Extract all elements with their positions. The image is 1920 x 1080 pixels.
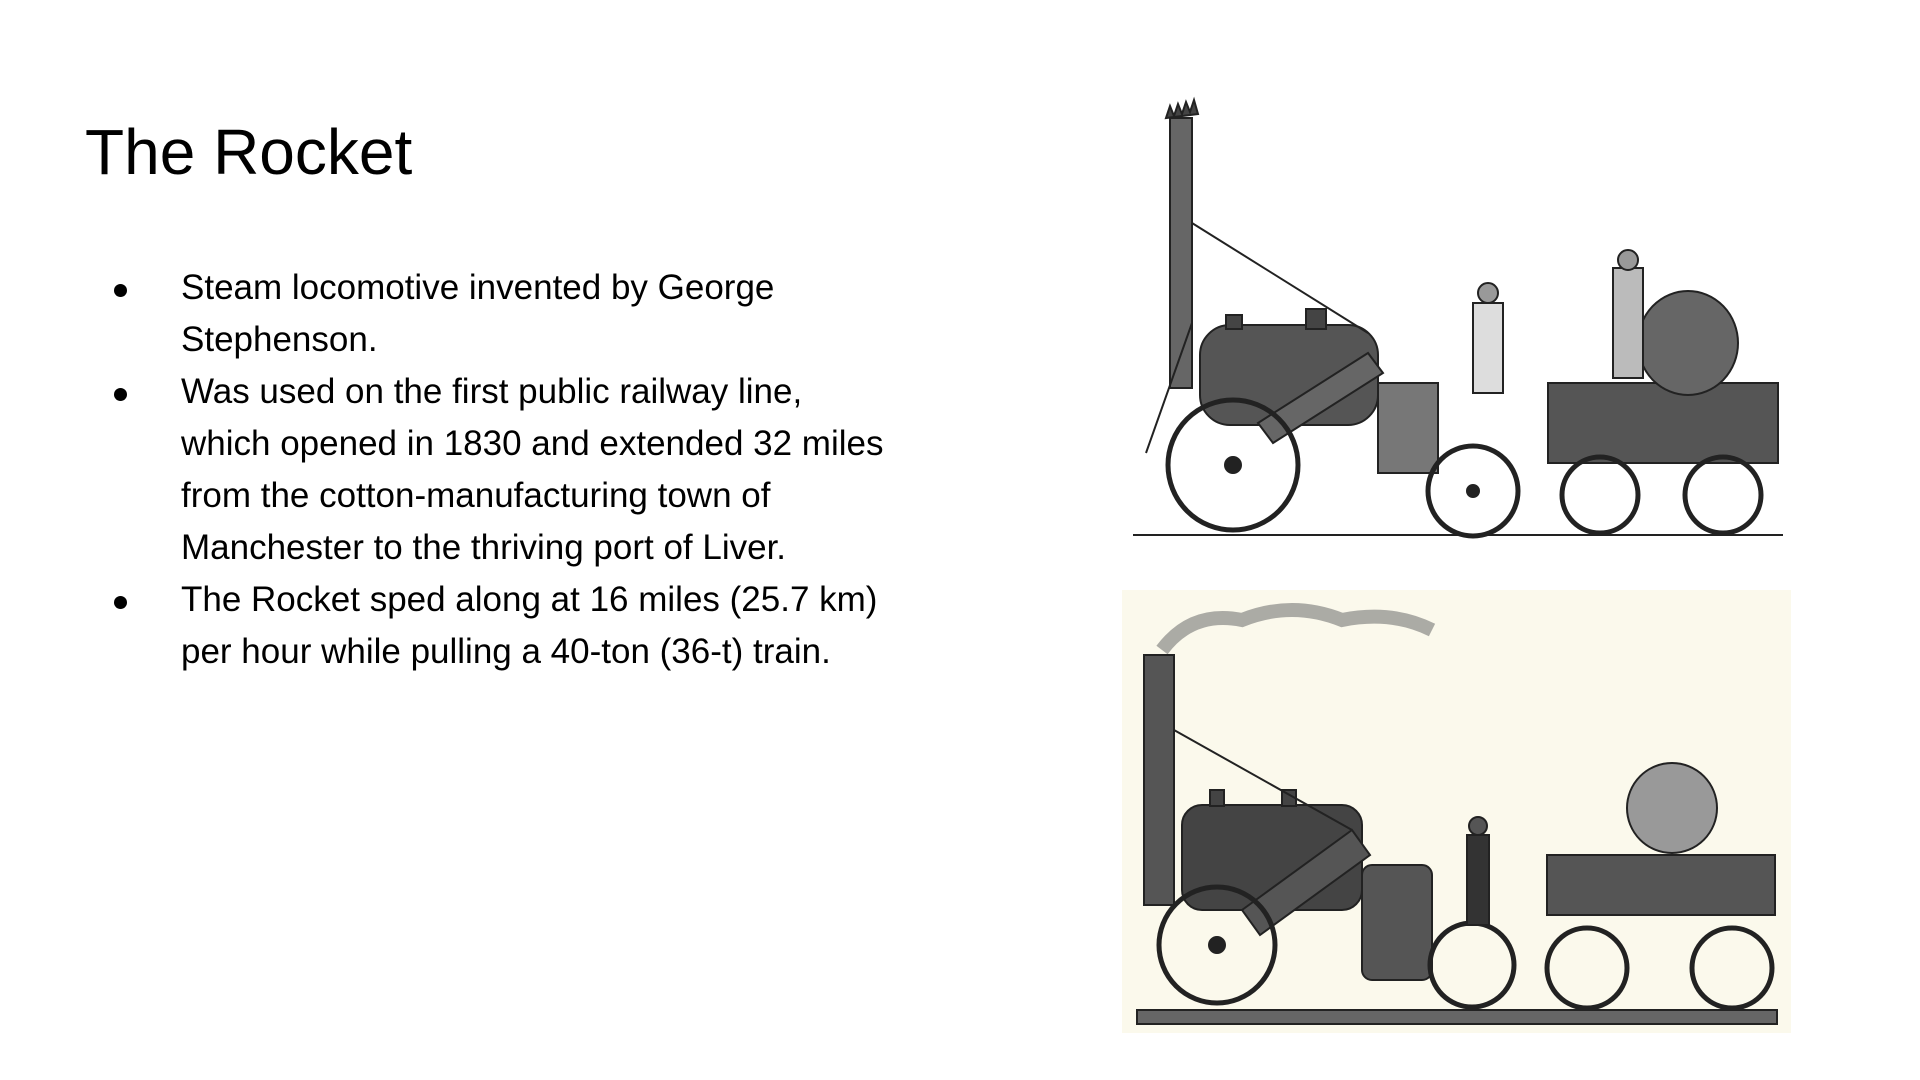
bullet-item: The Rocket sped along at 16 miles (25.7 …: [100, 574, 900, 678]
bullet-item: Steam locomotive invented by George Step…: [100, 262, 900, 366]
bullet-text: Steam locomotive invented by George Step…: [181, 268, 775, 359]
bullet-item: Was used on the first public railway lin…: [100, 366, 900, 574]
slide-title: The Rocket: [85, 116, 413, 188]
rocket-locomotive-image-top: [1128, 93, 1789, 554]
bullet-icon: [114, 284, 127, 297]
bullet-text: Was used on the first public railway lin…: [181, 372, 884, 567]
bullet-icon: [114, 596, 127, 609]
bullet-icon: [114, 388, 127, 401]
bullet-text: The Rocket sped along at 16 miles (25.7 …: [181, 580, 878, 671]
rocket-locomotive-image-bottom: [1122, 590, 1791, 1033]
bullet-list: Steam locomotive invented by George Step…: [100, 262, 900, 678]
